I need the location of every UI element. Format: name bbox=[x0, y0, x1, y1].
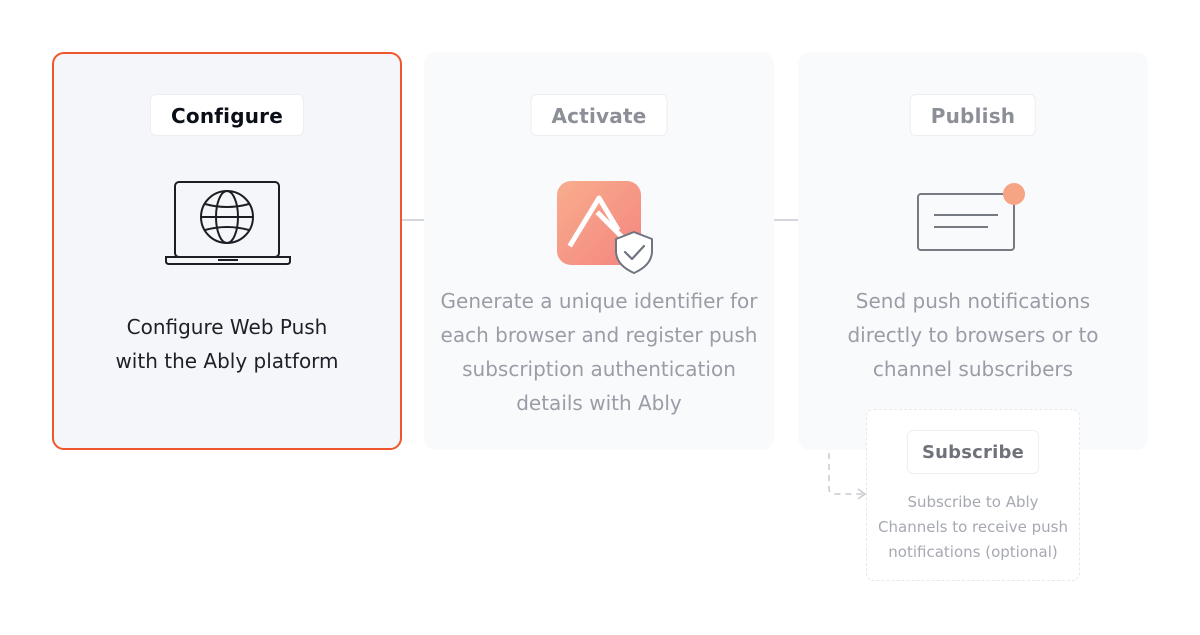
description-line: Configure Web Push bbox=[126, 315, 328, 339]
description-line: details with Ably bbox=[516, 391, 682, 415]
description-line: each browser and register push bbox=[440, 323, 758, 347]
step-card-publish: Publish Send push notifications directly… bbox=[798, 52, 1148, 450]
step-description-activate: Generate a unique identifier for each br… bbox=[424, 284, 774, 420]
laptop-globe-icon bbox=[165, 181, 291, 265]
step-label-subscribe: Subscribe bbox=[907, 430, 1039, 474]
description-line: Send push notifications bbox=[855, 289, 1091, 313]
notification-card-icon bbox=[917, 183, 1025, 251]
description-line: directly to browsers or to bbox=[847, 323, 1099, 347]
optional-step-subscribe: Subscribe Subscribe to Ably Channels to … bbox=[866, 409, 1080, 581]
step-label-activate: Activate bbox=[530, 94, 668, 136]
step-label-configure: Configure bbox=[150, 94, 304, 136]
step-description-publish: Send push notifications directly to brow… bbox=[798, 284, 1148, 386]
description-line: Subscribe to Ably bbox=[907, 493, 1039, 511]
description-line: channel subscribers bbox=[872, 357, 1074, 381]
description-line: notifications (optional) bbox=[888, 543, 1058, 561]
description-line: with the Ably platform bbox=[115, 349, 339, 373]
arrow-publish-to-subscribe bbox=[828, 222, 867, 500]
step-card-activate: Activate Generate a unique identifier fo… bbox=[424, 52, 774, 450]
description-line: Channels to receive push bbox=[878, 518, 1068, 536]
ably-shield-icon bbox=[557, 181, 653, 274]
description-line: Generate a unique identifier for bbox=[440, 289, 758, 313]
step-card-configure: Configure Configure Web Push with the Ab… bbox=[52, 52, 402, 450]
step-description-subscribe: Subscribe to Ably Channels to receive pu… bbox=[867, 490, 1079, 565]
step-description-configure: Configure Web Push with the Ably platfor… bbox=[54, 310, 400, 378]
description-line: subscription authentication bbox=[462, 357, 736, 381]
step-label-publish: Publish bbox=[909, 94, 1037, 136]
